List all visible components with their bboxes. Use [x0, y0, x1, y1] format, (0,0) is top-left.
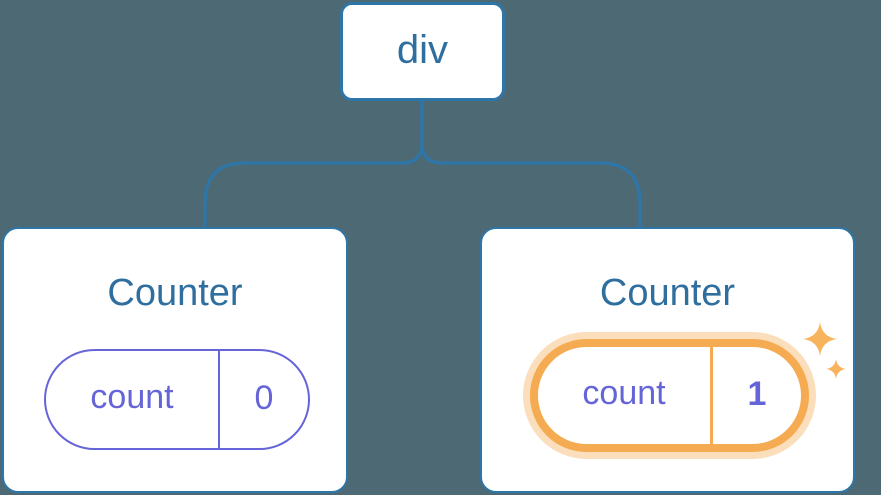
state-key-section: count [538, 347, 713, 444]
counter-card-left: Counter count 0 [2, 227, 348, 493]
sparkle-icon [803, 322, 846, 379]
state-value-section: 0 [220, 351, 308, 448]
sparkle-large-star [803, 322, 837, 356]
connector-branch-left [203, 99, 424, 229]
component-title: Counter [599, 272, 736, 314]
connector-branch-right [420, 99, 642, 229]
state-value: 0 [254, 378, 274, 417]
state-key-label: count [90, 377, 174, 416]
state-key-section: count [46, 351, 220, 448]
state-pill: count 0 [44, 349, 310, 450]
component-title: Counter [107, 272, 243, 314]
state-key-label: count [582, 373, 666, 412]
counter-card-right: Counter count 1 [480, 227, 855, 493]
state-value-section: 1 [713, 347, 801, 444]
sparkle-small-star [826, 359, 846, 379]
root-node: div [340, 2, 505, 101]
root-node-label: div [396, 27, 449, 72]
state-value: 1 [747, 374, 767, 413]
state-pill-highlighted: count 1 [530, 339, 809, 452]
